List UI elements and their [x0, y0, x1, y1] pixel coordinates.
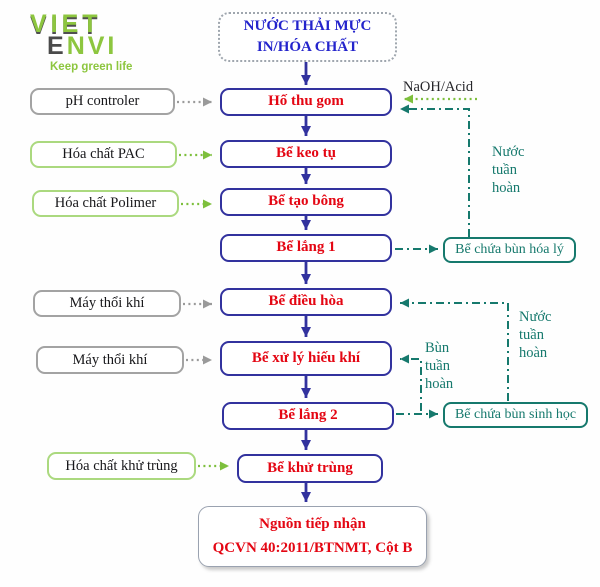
tank-bun-hoa-ly: Bể chứa bùn hóa lý [443, 237, 576, 263]
logo: VIET ENVI Keep green life [30, 10, 133, 73]
input-hoa-chat-khu-trung: Hóa chất khử trùng [47, 452, 196, 480]
step-be-dieu-hoa: Bể điều hòa [220, 288, 392, 316]
step-be-lang-1: Bể lắng 1 [220, 234, 392, 262]
input-hoa-chat-polimer: Hóa chất Polimer [32, 190, 179, 217]
step-ho-thu-gom: Hố thu gom [220, 88, 392, 116]
source-box: NƯỚC THẢI MỰC IN/HÓA CHẤT [218, 12, 397, 62]
tank-bun-sinh-hoc: Bể chứa bùn sinh học [443, 402, 588, 428]
input-may-thoi-khi-2: Máy thổi khí [36, 346, 184, 374]
output-line-2: QCVN 40:2011/BTNMT, Cột B [212, 540, 413, 556]
input-hoa-chat-pac: Hóa chất PAC [30, 141, 177, 168]
logo-word-envi: ENVI [47, 34, 132, 59]
source-line-1: NƯỚC THẢI MỰC [243, 18, 372, 35]
label-nuoc-tuan-hoan-top: Nước tuần hoàn [492, 144, 525, 197]
step-be-khu-trung: Bể khử trùng [237, 454, 383, 483]
logo-letters-nvi: NVI [66, 32, 118, 61]
step-be-lang-2: Bể lắng 2 [222, 402, 394, 430]
label-bun-tuan-hoan: Bùn tuần hoàn [425, 340, 454, 393]
label-naoh-acid: NaOH/Acid [403, 79, 474, 95]
input-ph-controller: pH controler [30, 88, 175, 115]
step-be-keo-tu: Bể keo tụ [220, 140, 392, 168]
output-box: Nguồn tiếp nhận QCVN 40:2011/BTNMT, Cột … [198, 506, 427, 567]
logo-letter-e: E [47, 32, 67, 61]
step-be-tao-bong: Bể tạo bông [220, 188, 392, 216]
step-be-xu-ly-hieu-khi: Bể xử lý hiếu khí [220, 341, 392, 376]
logo-word-viet: VIET [30, 10, 102, 38]
input-may-thoi-khi-1: Máy thổi khí [33, 290, 181, 317]
source-line-2: IN/HÓA CHẤT [256, 38, 359, 55]
output-line-1: Nguồn tiếp nhận [259, 515, 366, 532]
label-nuoc-tuan-hoan-bottom: Nước tuần hoàn [519, 309, 552, 362]
logo-tagline: Keep green life [50, 60, 133, 73]
